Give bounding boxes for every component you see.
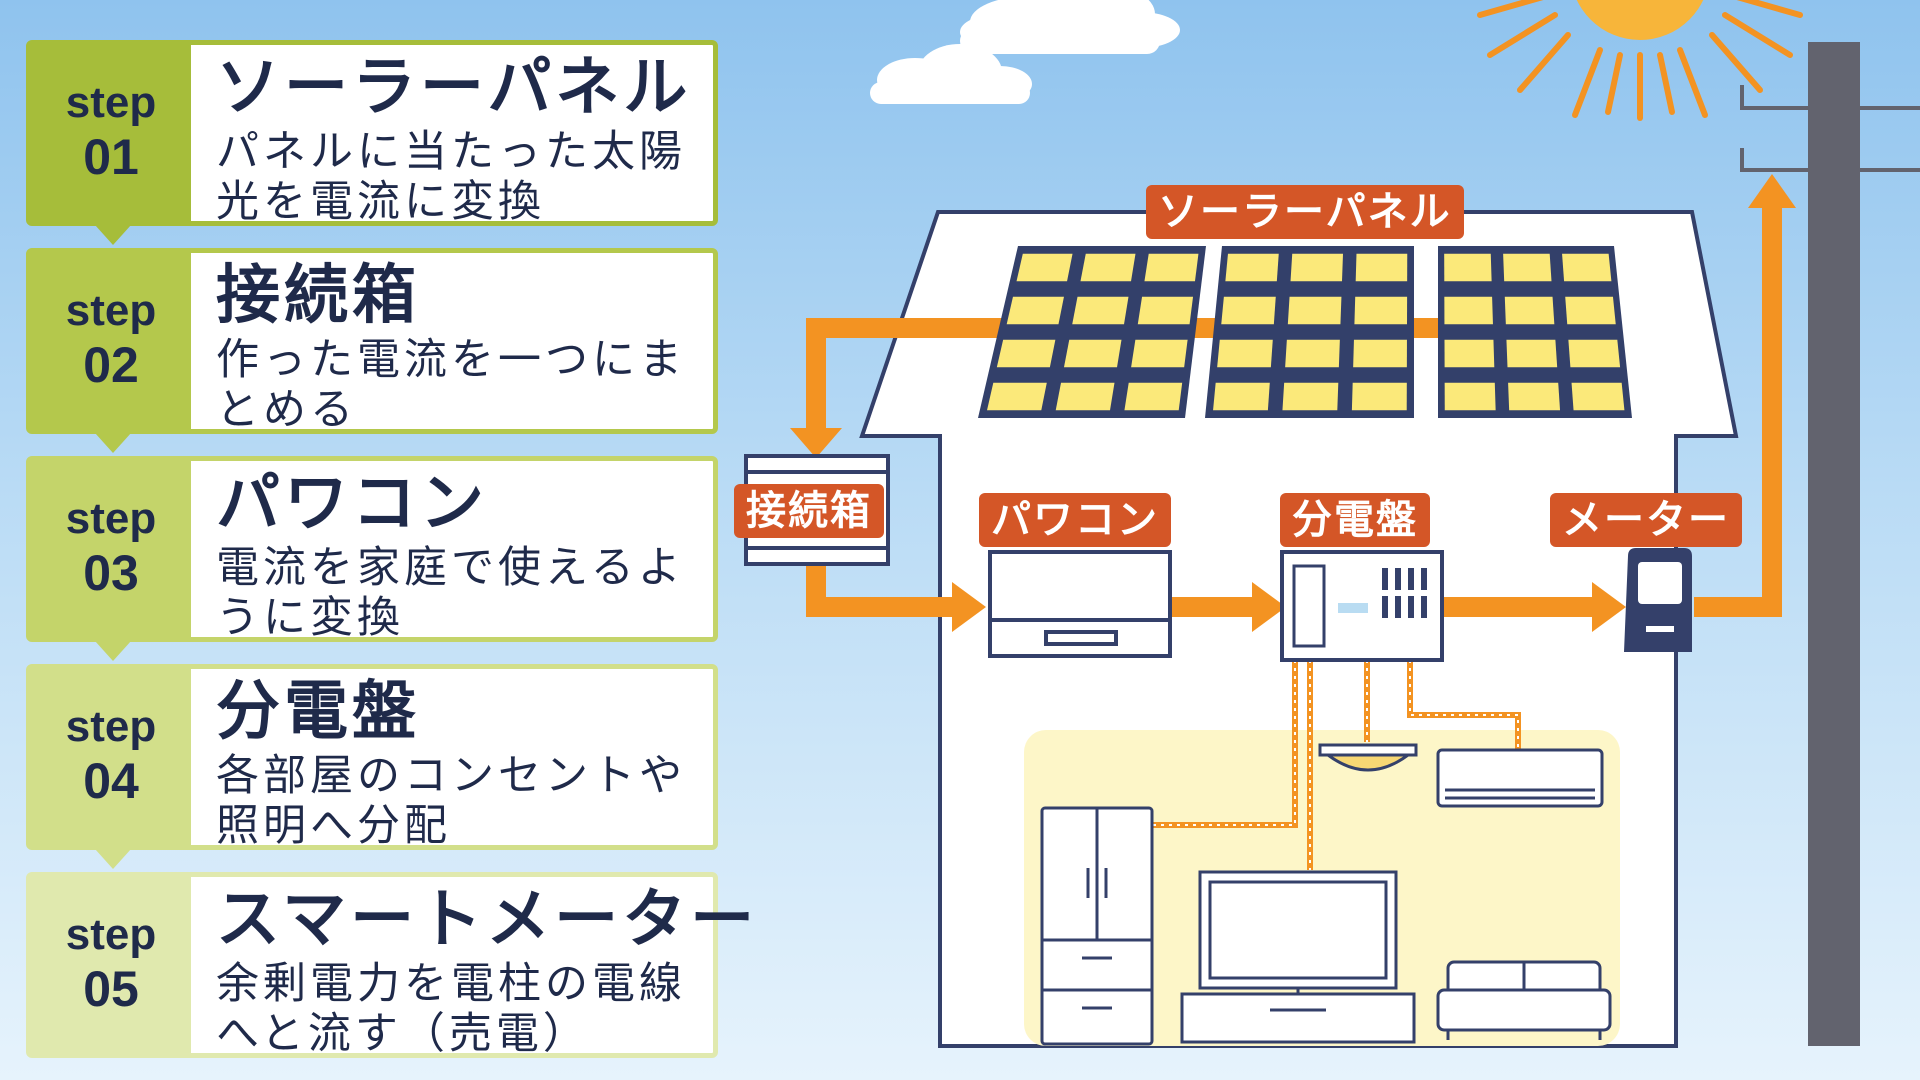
power-conditioner-label: パワコン [979,493,1171,547]
solar-cell [1565,296,1616,325]
sun-icon [1477,0,1803,121]
solar-cell [1355,253,1408,282]
solar-cell [1131,339,1188,368]
step-number: 05 [83,961,139,1017]
step-number: 01 [83,129,139,185]
solar-cell [1444,296,1493,325]
solar-cell [1080,253,1136,282]
solar-cell [1217,339,1273,368]
solar-cell [1225,253,1279,282]
step-number: 02 [83,337,139,393]
cloud-icon [960,0,1180,54]
solar-cell [1444,253,1492,282]
distribution-board-icon [1280,550,1444,662]
step-description-line: へと流す（売電） [216,1009,590,1059]
ceiling-light-icon [1318,743,1418,772]
power-conditioner-icon [988,550,1172,658]
solar-cell [1444,382,1496,411]
step-title: ソーラーパネル [216,51,692,125]
step-word: step [65,78,157,127]
step-title: パワコン [216,467,488,541]
step-arrow-down [95,433,131,453]
solar-cell [1353,339,1407,368]
solar-cell [1571,382,1625,411]
solar-cell [1568,339,1621,368]
smart-meter-icon [1624,548,1692,652]
tv-stand-icon [1180,992,1416,1044]
step-description-line: 照明へ分配 [216,801,451,851]
solar-cell [1562,253,1612,282]
step-description-line: 光を電流に変換 [216,177,545,227]
solar-cell [996,339,1056,368]
arrow-heads [790,174,1796,632]
solar-cell [1016,253,1073,282]
step-description-line: とめる [216,385,357,435]
step-description-line: うに変換 [216,593,404,643]
solar-cell [1213,382,1270,411]
step-word: step [65,286,157,335]
solar-cell [1282,382,1339,411]
solar-cell [1063,339,1122,368]
step-word: step [65,910,157,959]
solar-cell [1503,253,1552,282]
solar-cell [1504,296,1555,325]
solar-cell [1072,296,1129,325]
cloud-icon [870,44,1032,104]
step-number: 04 [83,753,139,809]
step-description-line: 余剰電力を電柱の電線 [216,959,686,1009]
solar-cell [987,382,1047,411]
sofa-icon [1436,960,1612,1040]
utility-pole-icon [1740,42,1920,1046]
solar-cell [1221,296,1276,325]
step-title: スマートメーター [216,883,759,957]
air-conditioner-icon [1436,748,1604,808]
solar-cell [1354,296,1408,325]
solar-cell [1506,339,1558,368]
solar-panel-icon [978,246,1632,418]
solar-cell [1290,253,1343,282]
solar-cell [1285,339,1340,368]
solar-cell [1055,382,1115,411]
step-description-line: 電流を家庭で使えるよ [216,543,685,593]
junction-box-label: 接続箱 [734,484,884,538]
step-description-line: パネルに当たった太陽 [216,127,686,177]
step-description-line: 作った電流を一つにま [216,335,686,385]
solar-cell [1444,339,1495,368]
meter-label: メーター [1550,493,1742,547]
solar-cell [1351,382,1407,411]
solar-cell [1287,296,1342,325]
step-word: step [65,702,157,751]
step-arrow-down [95,849,131,869]
solar-panel-cells [987,253,1625,411]
solar-panel-label: ソーラーパネル [1146,185,1464,239]
solar-cell [1006,296,1064,325]
solar-cell [1124,382,1183,411]
step-number: 03 [83,545,139,601]
step-word: step [65,494,157,543]
step-arrow-down [95,641,131,661]
solar-cell [1144,253,1199,282]
step-title: 分電盤 [216,675,420,749]
step-arrow-down [95,225,131,245]
distribution-board-label: 分電盤 [1280,493,1430,547]
television-icon [1198,870,1398,996]
step-description-line: 各部屋のコンセントや [216,751,686,801]
solar-cell [1508,382,1561,411]
distribution-wires-dots [1152,660,1519,870]
step-title: 接続箱 [216,259,420,333]
solar-cell [1137,296,1194,325]
refrigerator-icon [1040,806,1154,1046]
